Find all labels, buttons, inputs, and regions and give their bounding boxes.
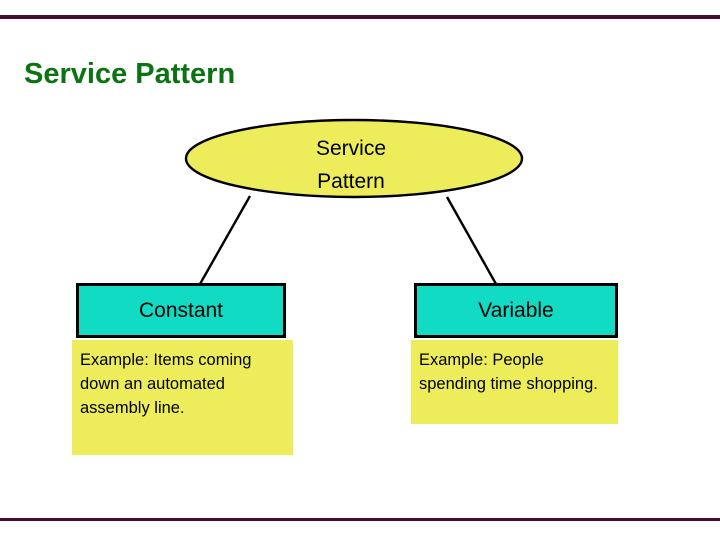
branch-box-constant: Constant xyxy=(76,283,286,338)
top-divider-rule xyxy=(0,15,720,19)
branch-note-variable: Example: People spending time shopping. xyxy=(411,340,618,424)
branch-note-constant: Example: Items coming down an automated … xyxy=(72,340,293,455)
connector-left-line xyxy=(198,195,252,285)
page-title: Service Pattern xyxy=(24,58,236,90)
root-label-line-2: Pattern xyxy=(317,170,385,193)
branch-box-variable: Variable xyxy=(414,283,618,338)
branch-label-variable: Variable xyxy=(478,298,554,322)
branch-label-constant: Constant xyxy=(138,298,224,322)
root-ellipse-label: Service Pattern xyxy=(247,132,455,198)
root-label-line-1: Service xyxy=(315,137,387,160)
bottom-divider-rule xyxy=(0,518,720,521)
connector-right-line xyxy=(445,196,498,285)
